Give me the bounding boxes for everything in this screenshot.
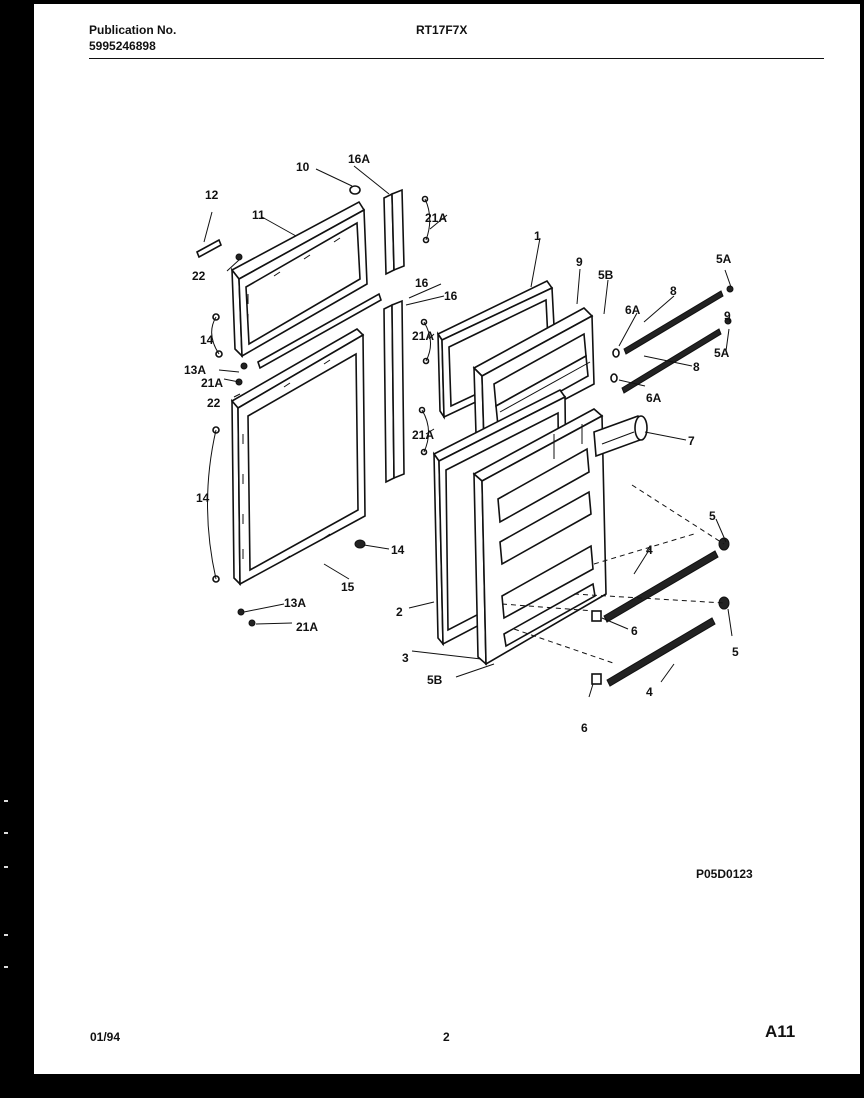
dairy-compartment — [593, 415, 648, 458]
scan-mark — [4, 866, 8, 868]
lower-hinge-pin — [354, 539, 366, 549]
callout-6-upper: 6 — [631, 624, 638, 638]
callout-14-upper: 14 — [200, 333, 214, 347]
callout-1: 1 — [534, 229, 541, 243]
callout-8-top: 8 — [670, 284, 677, 298]
callout-21A-low: 21A — [412, 428, 434, 442]
callout-12: 12 — [205, 188, 219, 202]
scan-mark — [4, 966, 8, 968]
model-number: RT17F7X — [416, 23, 468, 37]
diagram-code: P05D0123 — [696, 867, 753, 881]
fresh-food-door-panel — [230, 328, 366, 586]
exploded-door-diagram: 12 11 10 16A 21A 22 16 16 14 21A 13A 21A… — [184, 152, 739, 735]
scan-mark — [4, 800, 8, 802]
door-stop — [195, 238, 223, 259]
callout-2: 2 — [396, 605, 403, 619]
fresh-food-gasket-strip — [383, 299, 405, 484]
callout-5-lower: 5 — [732, 645, 739, 659]
publication-label: Publication No. — [89, 23, 177, 37]
callout-14-left: 14 — [196, 491, 210, 505]
callout-16A: 16A — [348, 152, 370, 166]
callout-16-b: 16 — [444, 289, 458, 303]
callout-4-upper: 4 — [646, 543, 653, 557]
callout-5A-top: 5A — [716, 252, 732, 266]
freezer-liner-gasket — [436, 279, 557, 420]
freezer-door-liner — [472, 307, 595, 444]
callout-10: 10 — [296, 160, 310, 174]
callout-14-right: 14 — [391, 543, 405, 557]
callout-3: 3 — [402, 651, 409, 665]
callout-22-upper: 22 — [192, 269, 206, 283]
callout-15: 15 — [341, 580, 355, 594]
callout-6A-top: 6A — [625, 303, 641, 317]
page-number: 2 — [443, 1030, 450, 1044]
callout-13A-upper: 13A — [184, 363, 206, 377]
header-rule — [89, 58, 824, 59]
scan-mark — [4, 832, 8, 834]
callout-21A-mid: 21A — [412, 329, 434, 343]
fresh-food-door-liner — [472, 408, 607, 666]
freezer-shelf-bars — [621, 290, 724, 394]
callout-21A-top: 21A — [425, 211, 447, 225]
freezer-gasket-strip — [383, 188, 405, 276]
callout-6-lower: 6 — [581, 721, 588, 735]
callout-7: 7 — [688, 434, 695, 448]
callout-22-lower: 22 — [207, 396, 221, 410]
freezer-door-shelf-rail — [257, 292, 382, 370]
print-date: 01/94 — [90, 1030, 121, 1044]
section-code: A11 — [765, 1022, 796, 1041]
callout-leader-lines — [203, 165, 733, 698]
assembly-guide-lines — [501, 484, 725, 665]
callout-21A-bottom: 21A — [296, 620, 318, 634]
parts-diagram-sheet: Publication No. 5995246898 RT17F7X — [34, 4, 860, 1074]
callout-4-lower: 4 — [646, 685, 653, 699]
callout-21A-left: 21A — [201, 376, 223, 390]
callout-5-upper: 5 — [709, 509, 716, 523]
callout-16-a: 16 — [415, 276, 429, 290]
scan-mark — [4, 934, 8, 936]
callout-9-a: 9 — [576, 255, 583, 269]
callout-6A-lower: 6A — [646, 391, 662, 405]
callout-5A-lower: 5A — [714, 346, 730, 360]
callout-13A-lower: 13A — [284, 596, 306, 610]
callout-labels: 12 11 10 16A 21A 22 16 16 14 21A 13A 21A… — [184, 152, 739, 735]
callout-9-b: 9 — [724, 309, 731, 323]
hinge-cap — [349, 185, 361, 195]
callout-5B-top: 5B — [598, 268, 614, 282]
gasket-screw-brackets — [207, 198, 431, 580]
publication-number: 5995246898 — [89, 39, 156, 53]
callout-5B-lower: 5B — [427, 673, 443, 687]
callout-11: 11 — [252, 208, 265, 222]
freezer-door-panel — [230, 200, 368, 359]
fresh-food-shelf-bars — [603, 550, 719, 687]
callout-8-lower: 8 — [693, 360, 700, 374]
